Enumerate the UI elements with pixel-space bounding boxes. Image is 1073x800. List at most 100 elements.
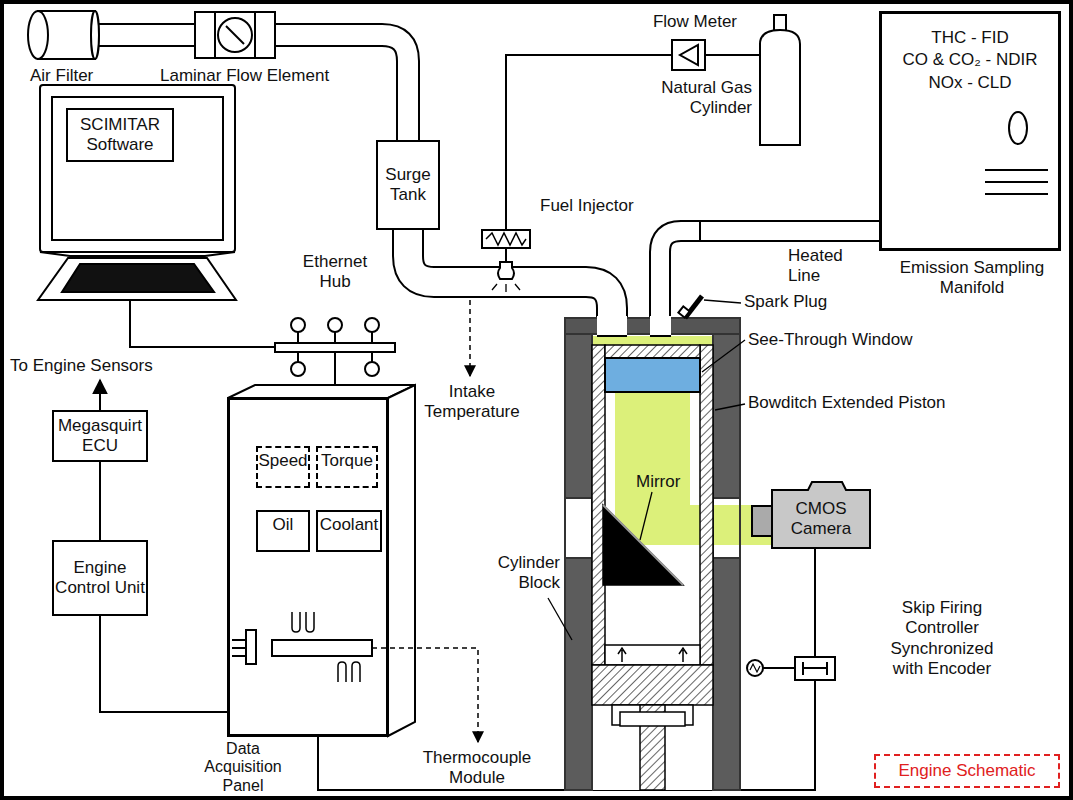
part-label: Intake Temperature: [416, 382, 528, 423]
daq-panel: [228, 398, 388, 736]
fuel-injector: [482, 230, 530, 292]
engine-cylinder: [605, 645, 700, 665]
signal-wire: [100, 616, 228, 712]
engine-cylinder: [700, 345, 713, 665]
ethernet-hub: [334, 332, 336, 343]
engine-cylinder: [565, 498, 592, 558]
computer: [38, 85, 275, 347]
skip-fire-controller: [750, 664, 760, 672]
camera-box: CMOS Camera: [772, 490, 870, 548]
gas-cylinder: [760, 30, 800, 145]
daq-panel: [388, 385, 415, 736]
computer: [130, 300, 275, 347]
trigger-wire: [763, 667, 795, 669]
part-label: Bowditch Extended Piston: [748, 393, 988, 413]
node-text: CO & CO₂ - NDIR: [902, 50, 1037, 70]
engine-cylinder: [565, 558, 592, 790]
node-text: THC - FID: [931, 28, 1008, 48]
engine-cylinder: [603, 505, 683, 585]
engine-cylinder: [565, 322, 592, 498]
engine-cylinder: [678, 306, 689, 317]
air-pipe: [660, 231, 880, 324]
fuel-injector: [486, 233, 526, 245]
engine-cylinder: [592, 665, 713, 705]
flow-meter: [680, 45, 698, 65]
emission-analyzer: [985, 181, 1048, 183]
node-text: Surge Tank: [378, 165, 438, 206]
daq-panel: [228, 385, 415, 736]
ecu-box: Megasquirt ECU: [52, 410, 148, 462]
tank-box: Surge Tank: [376, 140, 440, 230]
engine-cylinder: [592, 322, 713, 790]
part-label: Flow Meter: [640, 12, 750, 32]
engine-cylinder: [603, 505, 683, 585]
gauge-box: Coolant: [316, 510, 382, 552]
fuel-line: [506, 55, 672, 232]
gas-cylinder: [774, 15, 786, 31]
computer: [52, 97, 223, 240]
engine-cylinder: [713, 498, 740, 558]
engine-cylinder: [565, 296, 772, 790]
fuel-injector: [498, 262, 514, 279]
computer: [40, 85, 235, 252]
leader-lines: [704, 300, 741, 303]
control-unit-box: Engine Control Unit: [52, 540, 148, 616]
part-label: Thermocouple Module: [410, 748, 544, 789]
gas-cylinder: [760, 15, 800, 145]
skip-fire-controller: [747, 660, 763, 676]
cmos-camera: [752, 482, 870, 548]
engine-cylinder: [650, 316, 671, 336]
node-text: Megasquirt ECU: [54, 416, 146, 457]
sensor-arrow: [99, 380, 101, 410]
daq-panel: [292, 612, 314, 632]
ethernet-hub: [275, 318, 395, 386]
air-pipe: [660, 231, 881, 326]
fuel-injector: [482, 230, 530, 248]
part-label: To Engine Sensors: [10, 356, 210, 376]
part-label: Laminar Flow Element: [160, 66, 350, 86]
computer: [38, 258, 236, 300]
node-text: SCIMITAR Software: [68, 115, 172, 156]
engine-cylinder: [618, 648, 687, 662]
emission-analyzer: [985, 193, 1048, 195]
engine-cylinder: [615, 505, 772, 545]
laminar-flow-element: [195, 12, 275, 58]
node-text: Speed: [258, 451, 307, 471]
part-label: Air Filter: [30, 66, 130, 86]
part-label: Heated Line: [788, 246, 878, 287]
laminar-flow-element: [195, 12, 275, 58]
engine-cylinder: [597, 335, 627, 337]
laminar-flow-element: [226, 26, 244, 44]
node-text: NOx - CLD: [928, 73, 1011, 93]
laminar-flow-element: [214, 12, 216, 58]
laminar-flow-element: [254, 12, 256, 58]
air-filter: [28, 11, 99, 59]
node-text: Torque: [321, 451, 373, 471]
air-filter: [28, 11, 48, 59]
ethernet-hub: [297, 332, 299, 343]
computer: [40, 252, 235, 256]
ethernet-hub: [328, 318, 342, 332]
leader-lines: [548, 598, 572, 640]
engine-cylinder: [605, 358, 700, 392]
node-text: Emission Sampling Manifold: [882, 258, 1062, 297]
signal-wire: [99, 462, 101, 540]
figure-tag: Engine Schematic: [874, 754, 1060, 788]
part-label: Natural Gas Cylinder: [640, 78, 752, 119]
engine-cylinder: [565, 318, 740, 790]
daq-panel: [338, 662, 360, 682]
part-label: Ethernet Hub: [295, 252, 375, 293]
intake-temperature-probe: [469, 300, 471, 376]
fuel-line: [506, 55, 760, 232]
part-label: Mirror: [636, 472, 706, 492]
daq-panel: [246, 630, 256, 664]
part-label: Spark Plug: [744, 292, 864, 312]
flow-meter: [672, 40, 705, 70]
engine-cylinder: [650, 335, 671, 337]
air-pipe: [408, 226, 612, 326]
air-filter: [91, 11, 99, 59]
ethernet-hub: [371, 332, 373, 343]
leader-lines: [640, 492, 652, 540]
